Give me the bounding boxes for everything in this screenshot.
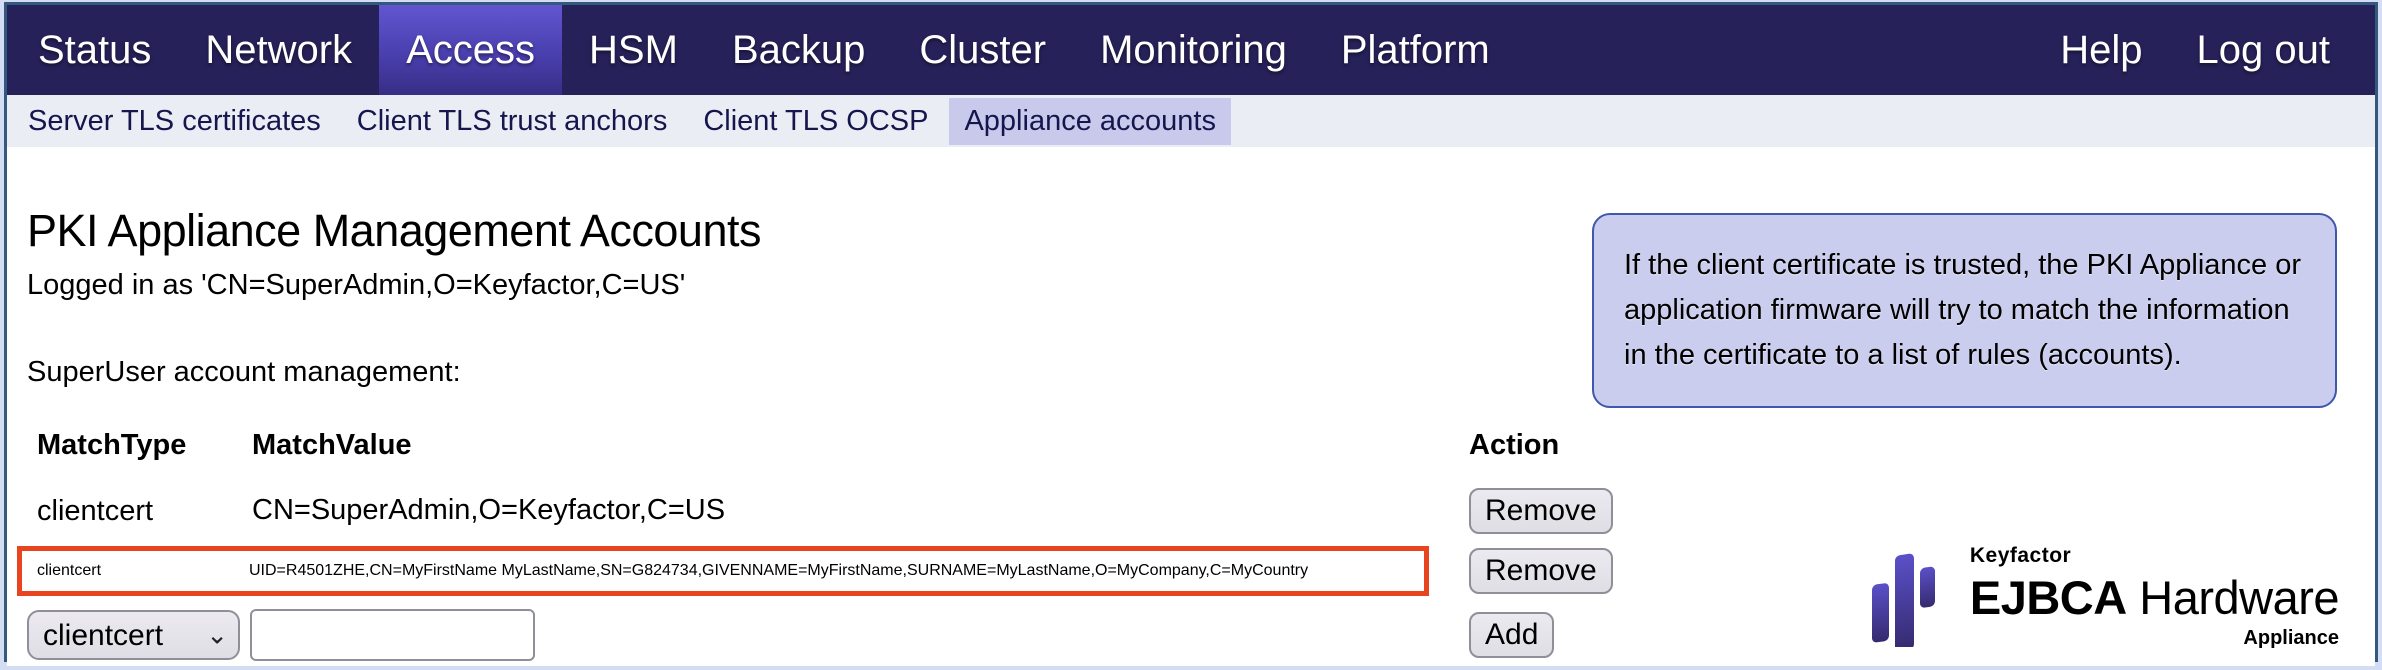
highlight-border: clientcert UID=R4501ZHE,CN=MyFirstName M… — [17, 546, 1429, 596]
match-type-cell: clientcert — [37, 494, 154, 527]
subnav-item-server-tls-certificates[interactable]: Server TLS certificates — [28, 104, 321, 137]
nav-spacer — [1517, 5, 2034, 95]
table-header-row: MatchType MatchValue Action — [27, 429, 2355, 462]
info-box: If the client certificate is trusted, th… — [1592, 213, 2337, 408]
page-title: PKI Appliance Management Accounts — [27, 205, 761, 256]
nav-item-logout[interactable]: Log out — [2196, 28, 2330, 72]
match-value-cell: UID=R4501ZHE,CN=MyFirstName MyLastName,S… — [249, 562, 1309, 579]
remove-button[interactable]: Remove — [1469, 548, 1613, 594]
info-box-text: If the client certificate is trusted, th… — [1624, 249, 2302, 371]
logo-product: EJBCA Hardware — [1969, 570, 2340, 625]
add-account-row: clientcert ⌄ Add — [27, 604, 2355, 666]
nav-item-status[interactable]: Status — [38, 28, 152, 72]
match-type-select-wrap: clientcert ⌄ — [27, 610, 240, 660]
subnav-item-appliance-accounts[interactable]: Appliance accounts — [949, 97, 1231, 145]
logo-text: Keyfactor EJBCA Hardware Appliance — [1969, 544, 2340, 650]
header-action: Action — [1469, 429, 1560, 461]
app-window: Status Network Access HSM Backup Cluster… — [4, 2, 2378, 666]
header-match-value: MatchValue — [252, 429, 412, 461]
logo-product-regular: Hardware — [2139, 571, 2339, 624]
keyfactor-bars-icon — [1871, 553, 1935, 647]
keyfactor-ejbca-logo: Keyfactor EJBCA Hardware Appliance — [1871, 544, 2340, 650]
subnav-item-client-tls-trust-anchors[interactable]: Client TLS trust anchors — [356, 104, 668, 137]
nav-item-platform[interactable]: Platform — [1340, 28, 1490, 72]
nav-item-backup[interactable]: Backup — [731, 28, 866, 72]
table-row-highlighted: clientcert UID=R4501ZHE,CN=MyFirstName M… — [17, 546, 2355, 596]
sub-nav: Server TLS certificates Client TLS trust… — [7, 95, 2375, 147]
main-content: PKI Appliance Management Accounts Logged… — [7, 147, 2375, 666]
nav-item-network[interactable]: Network — [205, 28, 353, 72]
top-nav: Status Network Access HSM Backup Cluster… — [7, 5, 2375, 95]
nav-item-hsm[interactable]: HSM — [589, 28, 678, 72]
table-row: clientcert CN=SuperAdmin,O=Keyfactor,C=U… — [27, 482, 2355, 540]
header-match-type: MatchType — [37, 429, 187, 461]
match-type-select[interactable]: clientcert — [27, 610, 240, 660]
section-label: SuperUser account management: — [27, 356, 461, 388]
match-type-cell: clientcert — [37, 562, 102, 579]
match-value-input[interactable] — [250, 609, 535, 661]
remove-button[interactable]: Remove — [1469, 488, 1613, 534]
nav-item-access[interactable]: Access — [379, 5, 563, 95]
accounts-table: MatchType MatchValue Action clientcert C… — [17, 429, 2355, 666]
logo-product-bold: EJBCA — [1969, 571, 2127, 624]
nav-item-help[interactable]: Help — [2060, 28, 2143, 72]
nav-item-cluster[interactable]: Cluster — [919, 28, 1047, 72]
match-value-cell: CN=SuperAdmin,O=Keyfactor,C=US — [252, 494, 726, 527]
logged-in-text: Logged in as 'CN=SuperAdmin,O=Keyfactor,… — [27, 269, 686, 301]
nav-item-monitoring[interactable]: Monitoring — [1100, 28, 1287, 72]
subnav-item-client-tls-ocsp[interactable]: Client TLS OCSP — [703, 104, 929, 137]
logo-brand: Keyfactor — [1969, 544, 2072, 567]
logo-sub: Appliance — [2243, 627, 2339, 649]
add-button[interactable]: Add — [1469, 612, 1555, 658]
